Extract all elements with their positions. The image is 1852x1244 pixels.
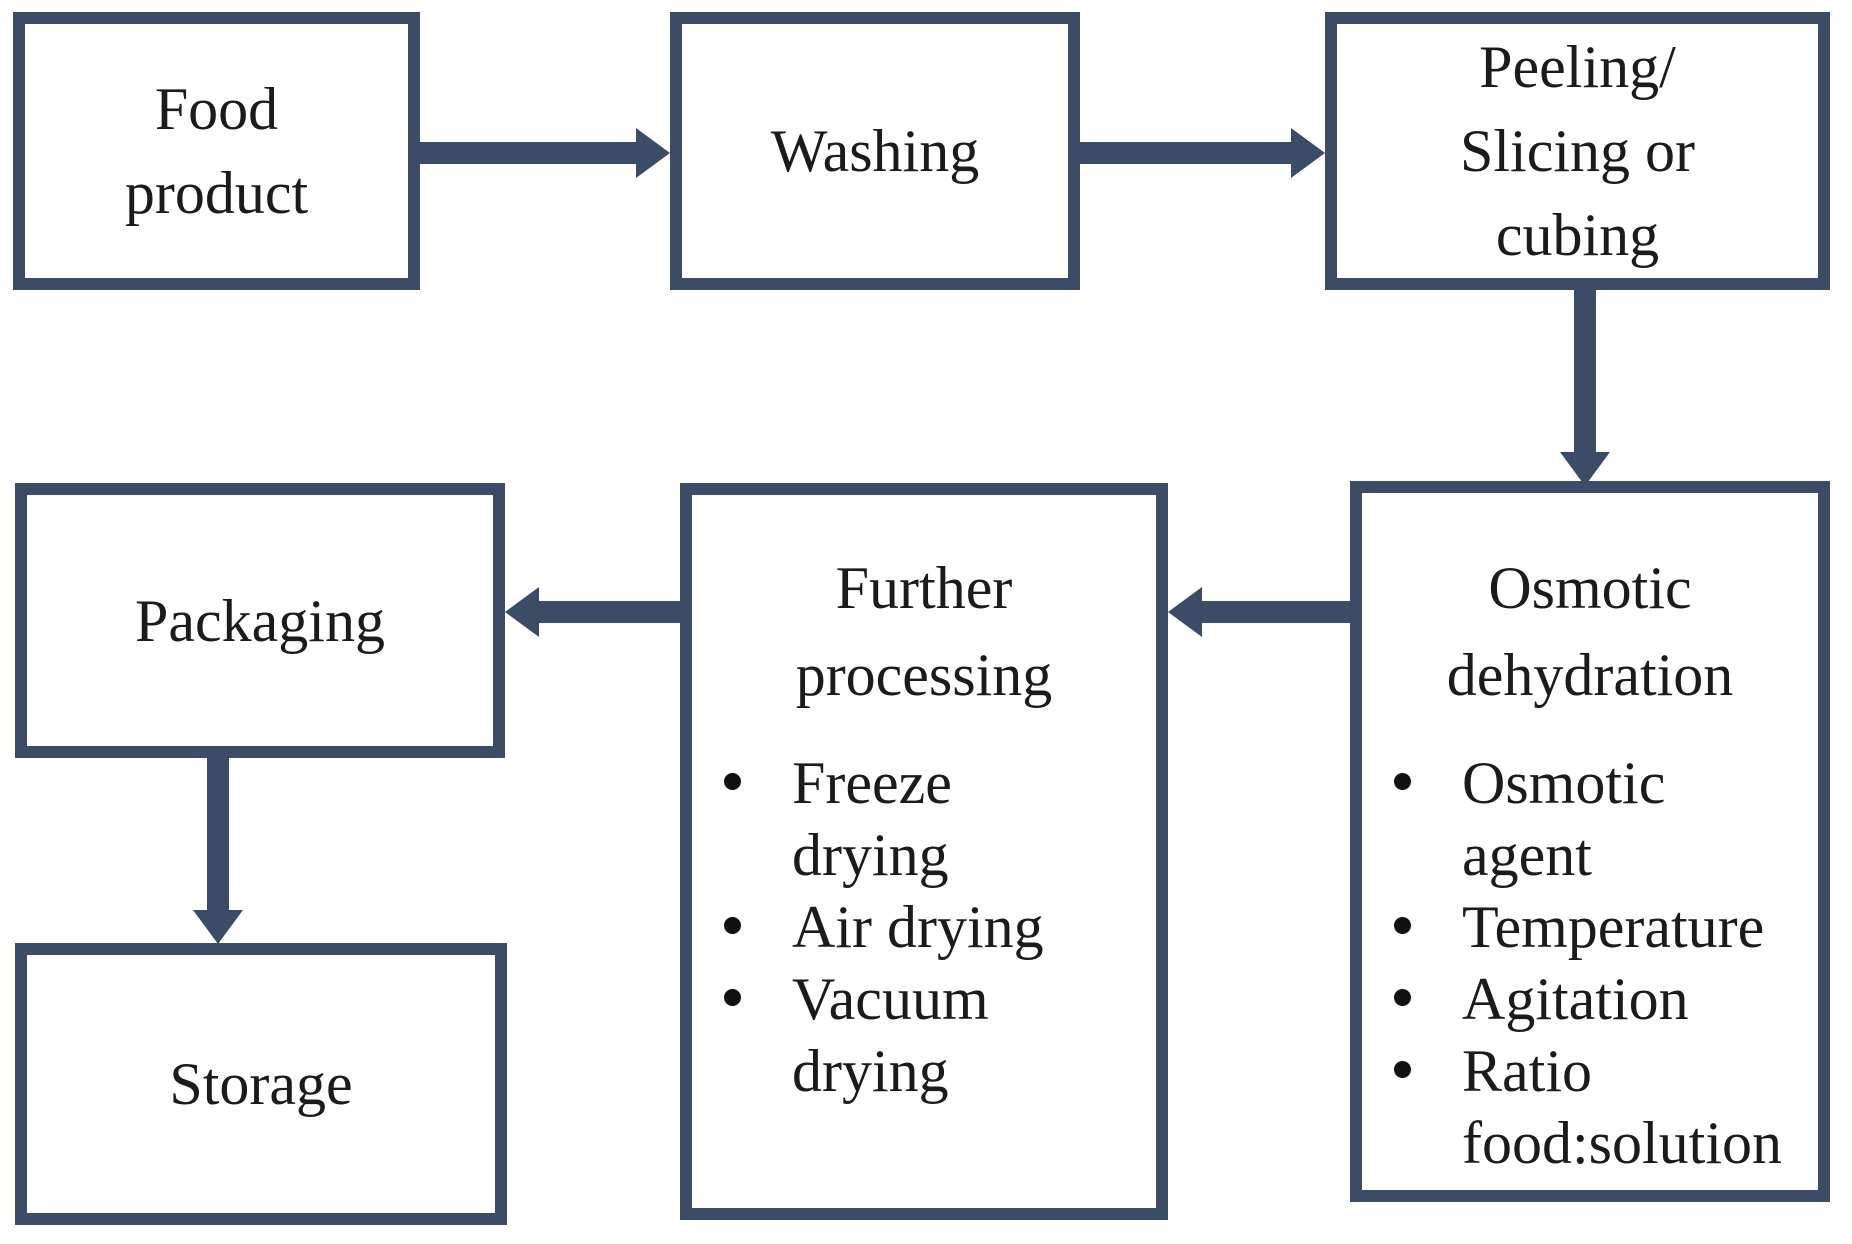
node-label: Food product bbox=[124, 76, 309, 226]
node-label: Packaging bbox=[135, 587, 385, 654]
arrowhead-left-icon bbox=[1168, 587, 1202, 637]
node-peeling-slicing-cubing: Peeling/ Slicing or cubing bbox=[1325, 12, 1830, 290]
arrow-shaft bbox=[1574, 290, 1596, 452]
list-item: Osmotic agent bbox=[1394, 747, 1787, 891]
arrow-shaft bbox=[539, 601, 680, 623]
arrow-shaft bbox=[420, 142, 636, 164]
node-title: Further processing bbox=[795, 555, 1053, 708]
arrowhead-right-icon bbox=[636, 128, 670, 178]
node-title: Osmotic dehydration bbox=[1446, 555, 1734, 708]
node-label: Washing bbox=[770, 118, 980, 184]
arrowhead-down-icon bbox=[193, 910, 243, 944]
list-item: Vacuum drying bbox=[724, 963, 1117, 1107]
osmotic-parameter-list: Osmotic agent Temperature Agitation Rati… bbox=[1362, 747, 1818, 1179]
list-item: Agitation bbox=[1394, 963, 1787, 1035]
node-osmotic-dehydration: Osmotic dehydration Osmotic agent Temper… bbox=[1350, 481, 1830, 1202]
list-item: Ratio food:solution bbox=[1394, 1035, 1787, 1179]
arrow-shaft bbox=[207, 758, 229, 914]
list-item: Freeze drying bbox=[724, 747, 1117, 891]
arrowhead-right-icon bbox=[1291, 128, 1325, 178]
arrowhead-left-icon bbox=[505, 587, 539, 637]
node-packaging: Packaging bbox=[15, 483, 505, 758]
node-washing: Washing bbox=[670, 12, 1080, 290]
arrow-shaft bbox=[1202, 601, 1350, 623]
node-food-product: Food product bbox=[13, 12, 420, 290]
node-storage: Storage bbox=[15, 943, 507, 1225]
node-label: Storage bbox=[169, 1051, 353, 1117]
node-further-processing: Further processing Freeze drying Air dry… bbox=[680, 483, 1168, 1220]
list-item: Air drying bbox=[724, 891, 1117, 963]
node-label: Peeling/ Slicing or cubing bbox=[1460, 34, 1695, 268]
arrowhead-down-icon bbox=[1560, 452, 1610, 486]
list-item: Temperature bbox=[1394, 891, 1787, 963]
arrow-shaft bbox=[1080, 142, 1291, 164]
further-processing-list: Freeze drying Air drying Vacuum drying bbox=[692, 747, 1156, 1107]
